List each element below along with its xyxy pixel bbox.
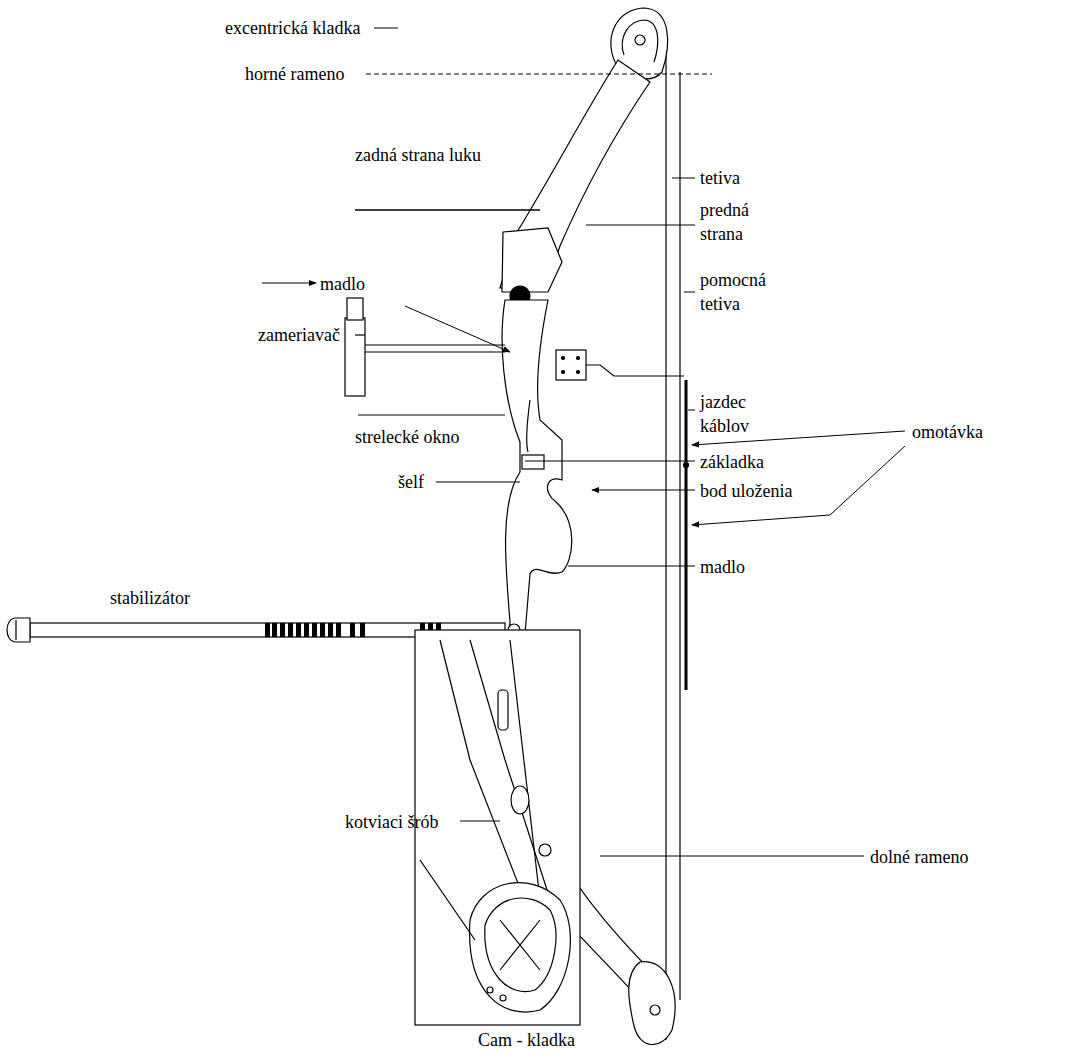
rest-screw [577,357,580,360]
leader-line [688,410,695,411]
stabilizer-band [304,623,309,637]
upper-limb-pocket [502,228,562,292]
bow-body [7,8,689,1045]
sight-pin [355,334,365,335]
cable [679,72,680,1000]
stabilizer-band [328,623,333,637]
stabilizer-band [265,623,270,637]
lower-cam [629,962,675,1045]
inset-cable-slot [511,786,529,814]
stabilizer-band [336,623,341,637]
part-label: pomocná tetiva [700,268,778,316]
stabilizer-band [360,623,365,637]
part-label: horné rameno [245,62,344,86]
stabilizer-band [280,623,285,637]
cam-track [622,20,658,62]
sight-bar [365,344,505,345]
inset-cam-hole [487,987,493,993]
rest-screw [562,371,565,374]
part-label: zameriavač [258,323,340,347]
cable-slide-arm [586,365,684,376]
stabilizer-weight-line [15,620,16,640]
part-label: madlo [320,272,365,296]
part-label: zadná strana luku [355,143,481,167]
leader-line [436,482,520,483]
leader-line [460,821,500,822]
stabilizer-band [350,623,355,637]
leader-line [374,28,398,29]
part-label: jazdec káblov [700,390,778,438]
part-label: kotviaci šrób [345,810,438,834]
part-label: strelecké okno [355,425,459,449]
part-label: bod uloženia [700,479,792,503]
cam-axle [635,35,645,45]
part-label: dolné rameno [870,845,968,869]
stabilizer-weight [7,618,30,642]
part-label: Cam - kladka [478,1028,575,1052]
arrow-rest [556,350,586,380]
part-label: excentrická kladka [225,16,360,40]
leader-line [568,566,695,567]
inset-cam [470,883,571,1013]
leader-line [586,225,695,226]
rest-screw [562,357,565,360]
sight-bar [365,351,505,352]
nocking-point [684,463,689,468]
arrow-shelf [522,455,544,469]
leader-arrow [592,490,695,491]
leader-line [684,292,695,293]
sight-housing [345,318,365,396]
stabilizer-band [320,623,325,637]
inset-cable [420,860,475,940]
part-label: omotávka [912,420,983,444]
stabilizer-band [312,623,317,637]
part-label: madlo [700,555,745,579]
part-label: stabilizátor [110,586,190,610]
inset-cam-track [485,898,556,992]
sight-pin-block [347,298,363,320]
leader-lines [262,28,905,856]
inset-string-stop [498,690,508,730]
serving [685,380,688,690]
part-label: tetiva [700,166,740,190]
cam-axle [650,1005,660,1015]
leader-arrow [692,446,905,525]
part-label: predná strana [700,198,772,246]
stabilizer-band [288,623,293,637]
sight-window [527,400,530,452]
rest-screw [577,371,580,374]
leader-line [600,856,864,857]
inset-string [510,640,540,900]
cam-inset-frame [415,630,580,1025]
leader-line [672,178,695,179]
stabilizer-band [272,623,277,637]
leader-line [366,74,712,75]
inset-cam-spokes [500,920,540,970]
stabilizer-band [296,623,301,637]
leader-line [358,415,505,416]
part-label: šelf [398,470,424,494]
bowstring [665,30,666,1040]
leader-arrow [262,283,316,284]
leader-line [355,209,540,211]
leader-arrow [405,306,510,352]
inset-cam-hole [500,995,506,1001]
part-label: základka [700,450,764,474]
leader-line [525,461,695,462]
inset-axle [539,844,551,856]
